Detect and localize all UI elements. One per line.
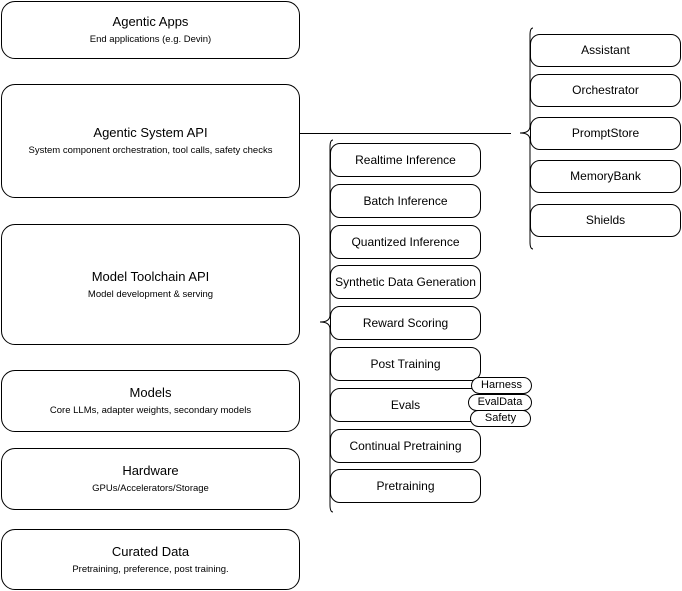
stack-layer-title: Model Toolchain API — [91, 268, 210, 284]
capability-label: Realtime Inference — [355, 152, 456, 167]
connector-system-api-to-components — [300, 133, 511, 134]
capability-label: Batch Inference — [363, 193, 448, 208]
capability-label: Reward Scoring — [362, 315, 449, 330]
system-component-label: Shields — [585, 213, 626, 227]
evals-subcomponent-pill[interactable]: Harness — [471, 377, 532, 394]
capability-box[interactable]: Realtime Inference — [330, 143, 481, 177]
capability-label: Synthetic Data Generation — [335, 274, 476, 289]
capability-label: Pretraining — [376, 478, 435, 493]
capability-box[interactable]: Reward Scoring — [330, 306, 481, 340]
evals-subcomponent-label: EvalData — [477, 396, 523, 408]
capability-label: Post Training — [370, 356, 441, 371]
evals-subcomponent-pill[interactable]: Safety — [470, 410, 531, 427]
system-component-box[interactable]: Shields — [530, 204, 681, 237]
capability-box[interactable]: Quantized Inference — [330, 225, 481, 259]
stack-layer-subtitle: Pretraining, preference, post training. — [72, 563, 229, 575]
system-component-label: MemoryBank — [570, 169, 641, 183]
stack-layer-subtitle: Model development & serving — [87, 288, 214, 300]
capability-label: Quantized Inference — [351, 234, 460, 249]
system-component-label: PromptStore — [571, 126, 640, 140]
stack-layer-title: Agentic Apps — [112, 14, 189, 29]
capability-box[interactable]: Pretraining — [330, 469, 481, 503]
system-component-label: Assistant — [581, 43, 630, 57]
evals-subcomponent-pill[interactable]: EvalData — [468, 394, 532, 411]
system-component-label: Orchestrator — [572, 83, 639, 97]
stack-layer-subtitle: Core LLMs, adapter weights, secondary mo… — [49, 405, 252, 416]
system-component-box[interactable]: Assistant — [530, 34, 681, 67]
stack-layer-subtitle: End applications (e.g. Devin) — [89, 34, 212, 45]
stack-layer-model-toolchain-api[interactable]: Model Toolchain API Model development & s… — [1, 224, 300, 345]
stack-layer-subtitle: System component orchestration, tool cal… — [28, 145, 273, 156]
stack-layer-agentic-system-api[interactable]: Agentic System API System component orche… — [1, 84, 300, 198]
capability-box[interactable]: Synthetic Data Generation — [330, 265, 481, 299]
evals-subcomponent-label: Safety — [484, 412, 517, 424]
capability-label: Evals — [390, 397, 421, 412]
capability-box[interactable]: Continual Pretraining — [330, 429, 481, 463]
capability-box[interactable]: Evals — [330, 388, 481, 422]
stack-layer-subtitle: GPUs/Accelerators/Storage — [92, 483, 209, 494]
stack-layer-title: Agentic System API — [93, 125, 208, 140]
capability-box[interactable]: Post Training — [330, 347, 481, 381]
system-component-box[interactable]: MemoryBank — [530, 160, 681, 193]
capability-box[interactable]: Batch Inference — [330, 184, 481, 218]
evals-subcomponent-label: Harness — [481, 379, 522, 391]
system-component-box[interactable]: PromptStore — [530, 117, 681, 150]
system-component-box[interactable]: Orchestrator — [530, 74, 681, 107]
stack-layer-title: Curated Data — [111, 543, 190, 559]
stack-layer-title: Hardware — [122, 463, 179, 478]
capability-label: Continual Pretraining — [349, 438, 462, 453]
stack-layer-title: Models — [129, 385, 172, 400]
